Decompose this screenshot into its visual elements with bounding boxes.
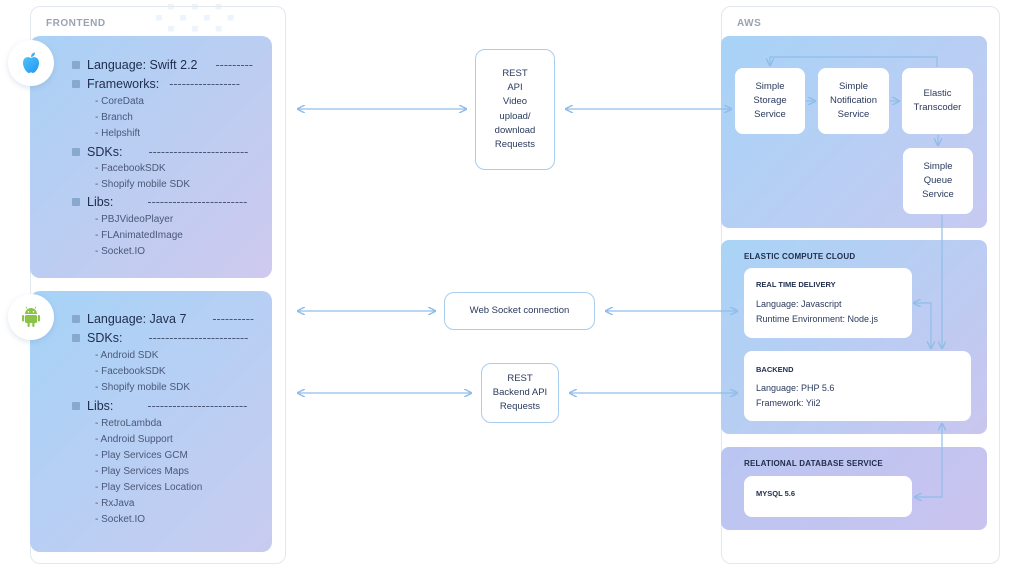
ec2-title: ELASTIC COMPUTE CLOUD xyxy=(744,252,856,261)
list-item: - Socket.IO xyxy=(95,246,146,257)
ios-libs-row: Libs: ------------------------ xyxy=(72,195,247,209)
libs-icon xyxy=(72,198,80,206)
s3-service: Simple Storage Service xyxy=(735,68,805,134)
sdks-icon xyxy=(72,148,80,156)
rest-backend-requests-box: REST Backend API Requests xyxy=(481,363,559,423)
realtime-delivery-box: REAL TIME DELIVERY Language: Javascript … xyxy=(744,268,912,338)
list-item: - Android Support xyxy=(95,434,173,445)
list-item: - Play Services GCM xyxy=(95,450,188,461)
list-item: - Play Services Location xyxy=(95,482,203,493)
list-item: - Branch xyxy=(95,112,133,123)
ios-libs-dash: ------------------------ xyxy=(147,195,248,209)
ios-sdks-row: SDKs: ------------------------ xyxy=(72,145,248,159)
frameworks-icon xyxy=(72,80,80,88)
list-item: - Play Services Maps xyxy=(95,466,189,477)
ios-language-dash: --------- xyxy=(215,58,253,72)
android-card xyxy=(30,291,272,552)
backend-box: BACKEND Language: PHP 5.6 Framework: Yii… xyxy=(744,351,971,421)
list-item: - Shopify mobile SDK xyxy=(95,382,191,393)
ios-sdks: SDKs: xyxy=(87,145,123,159)
ios-language-row: Language: Swift 2.2 --------- xyxy=(72,58,253,72)
realtime-runtime: Runtime Environment: Node.js xyxy=(756,314,879,324)
android-language-row: Language: Java 7 ---------- xyxy=(72,312,254,326)
backend-language: Language: PHP 5.6 xyxy=(756,383,835,393)
android-sdks-dash: ------------------------ xyxy=(148,331,249,345)
sqs-service: Simple Queue Service xyxy=(903,148,973,214)
android-sdks: SDKs: xyxy=(87,331,123,345)
sns-service: Simple Notification Service xyxy=(818,68,889,134)
android-icon xyxy=(8,294,54,340)
frontend-panel xyxy=(30,6,286,564)
android-libs-row: Libs: ------------------------ xyxy=(72,399,247,413)
ios-sdks-dash: ------------------------ xyxy=(148,145,249,159)
list-item: - FacebookSDK xyxy=(95,163,166,174)
list-item: - CoreData xyxy=(95,96,144,107)
list-item: - RxJava xyxy=(95,498,135,509)
websocket-connection-box: Web Socket connection xyxy=(444,292,595,330)
language-icon xyxy=(72,315,80,323)
mysql-label: MYSQL 5.6 xyxy=(756,489,796,498)
ios-card xyxy=(30,36,272,278)
ios-frameworks: Frameworks: xyxy=(87,77,160,91)
list-item: - Helpshift xyxy=(95,128,141,139)
aws-title: AWS xyxy=(737,18,762,29)
realtime-language: Language: Javascript xyxy=(756,299,842,309)
backend-framework: Framework: Yii2 xyxy=(756,398,821,408)
realtime-title: REAL TIME DELIVERY xyxy=(756,280,836,289)
apple-icon xyxy=(8,40,54,86)
mysql-box: MYSQL 5.6 xyxy=(744,476,912,517)
sdks-icon xyxy=(72,334,80,342)
elastic-transcoder-service: Elastic Transcoder xyxy=(902,68,973,134)
android-language-dash: ---------- xyxy=(212,312,255,326)
libs-icon xyxy=(72,402,80,410)
language-icon xyxy=(72,61,80,69)
android-language: Language: Java 7 xyxy=(87,312,187,326)
ios-libs: Libs: xyxy=(87,195,114,209)
rds-title: RELATIONAL DATABASE SERVICE xyxy=(744,459,883,468)
list-item: - RetroLambda xyxy=(95,418,162,429)
list-item: - FacebookSDK xyxy=(95,366,166,377)
list-item: - PBJVideoPlayer xyxy=(95,214,174,225)
list-item: - Socket.IO xyxy=(95,514,146,525)
android-libs: Libs: xyxy=(87,399,114,413)
rest-video-requests-box: REST API Video upload/ download Requests xyxy=(475,49,555,170)
frontend-title: FRONTEND xyxy=(46,18,106,29)
ios-frameworks-row: Frameworks: ----------------- xyxy=(72,77,240,91)
list-item: - Android SDK xyxy=(95,350,159,361)
android-libs-dash: ------------------------ xyxy=(147,399,248,413)
ios-language: Language: Swift 2.2 xyxy=(87,58,198,72)
android-sdks-row: SDKs: ------------------------ xyxy=(72,331,248,345)
ios-frameworks-dash: ----------------- xyxy=(169,77,240,91)
list-item: - Shopify mobile SDK xyxy=(95,179,191,190)
backend-title: BACKEND xyxy=(756,365,794,374)
list-item: - FLAnimatedImage xyxy=(95,230,183,241)
